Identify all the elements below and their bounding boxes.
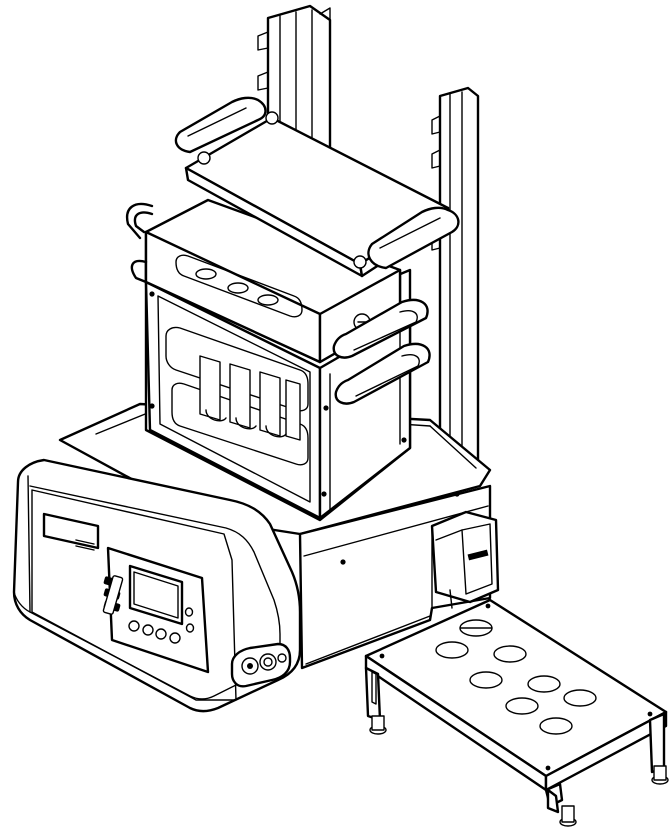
right-support-rod (431, 86, 480, 484)
block-handles (125, 202, 431, 405)
control-panel (102, 546, 210, 674)
display-icon (128, 564, 184, 626)
label-slot (42, 512, 100, 550)
tray-icon (364, 598, 669, 827)
top-lid (174, 96, 460, 278)
connector-panel (230, 642, 292, 688)
pump-module (430, 510, 500, 609)
keypad-icon (102, 575, 124, 615)
